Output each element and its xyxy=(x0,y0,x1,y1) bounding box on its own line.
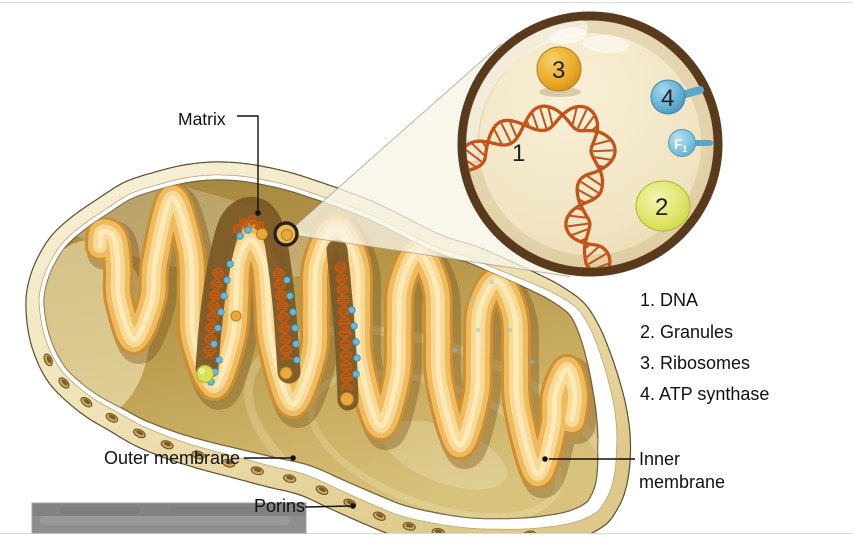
svg-text:4. ATP synthase: 4. ATP synthase xyxy=(640,384,769,404)
svg-text:Porins: Porins xyxy=(254,496,305,516)
svg-text:Inner: Inner xyxy=(639,449,680,469)
svg-text:4: 4 xyxy=(661,85,674,112)
svg-text:1. DNA: 1. DNA xyxy=(640,290,698,310)
svg-text:3. Ribosomes: 3. Ribosomes xyxy=(640,353,750,373)
svg-text:2. Granules: 2. Granules xyxy=(640,322,733,342)
svg-text:1: 1 xyxy=(512,140,525,167)
svg-text:Outer membrane: Outer membrane xyxy=(104,448,240,468)
svg-text:membrane: membrane xyxy=(639,472,725,492)
svg-text:3: 3 xyxy=(552,57,565,84)
svg-text:2: 2 xyxy=(655,194,668,221)
svg-text:Matrix: Matrix xyxy=(178,109,226,129)
